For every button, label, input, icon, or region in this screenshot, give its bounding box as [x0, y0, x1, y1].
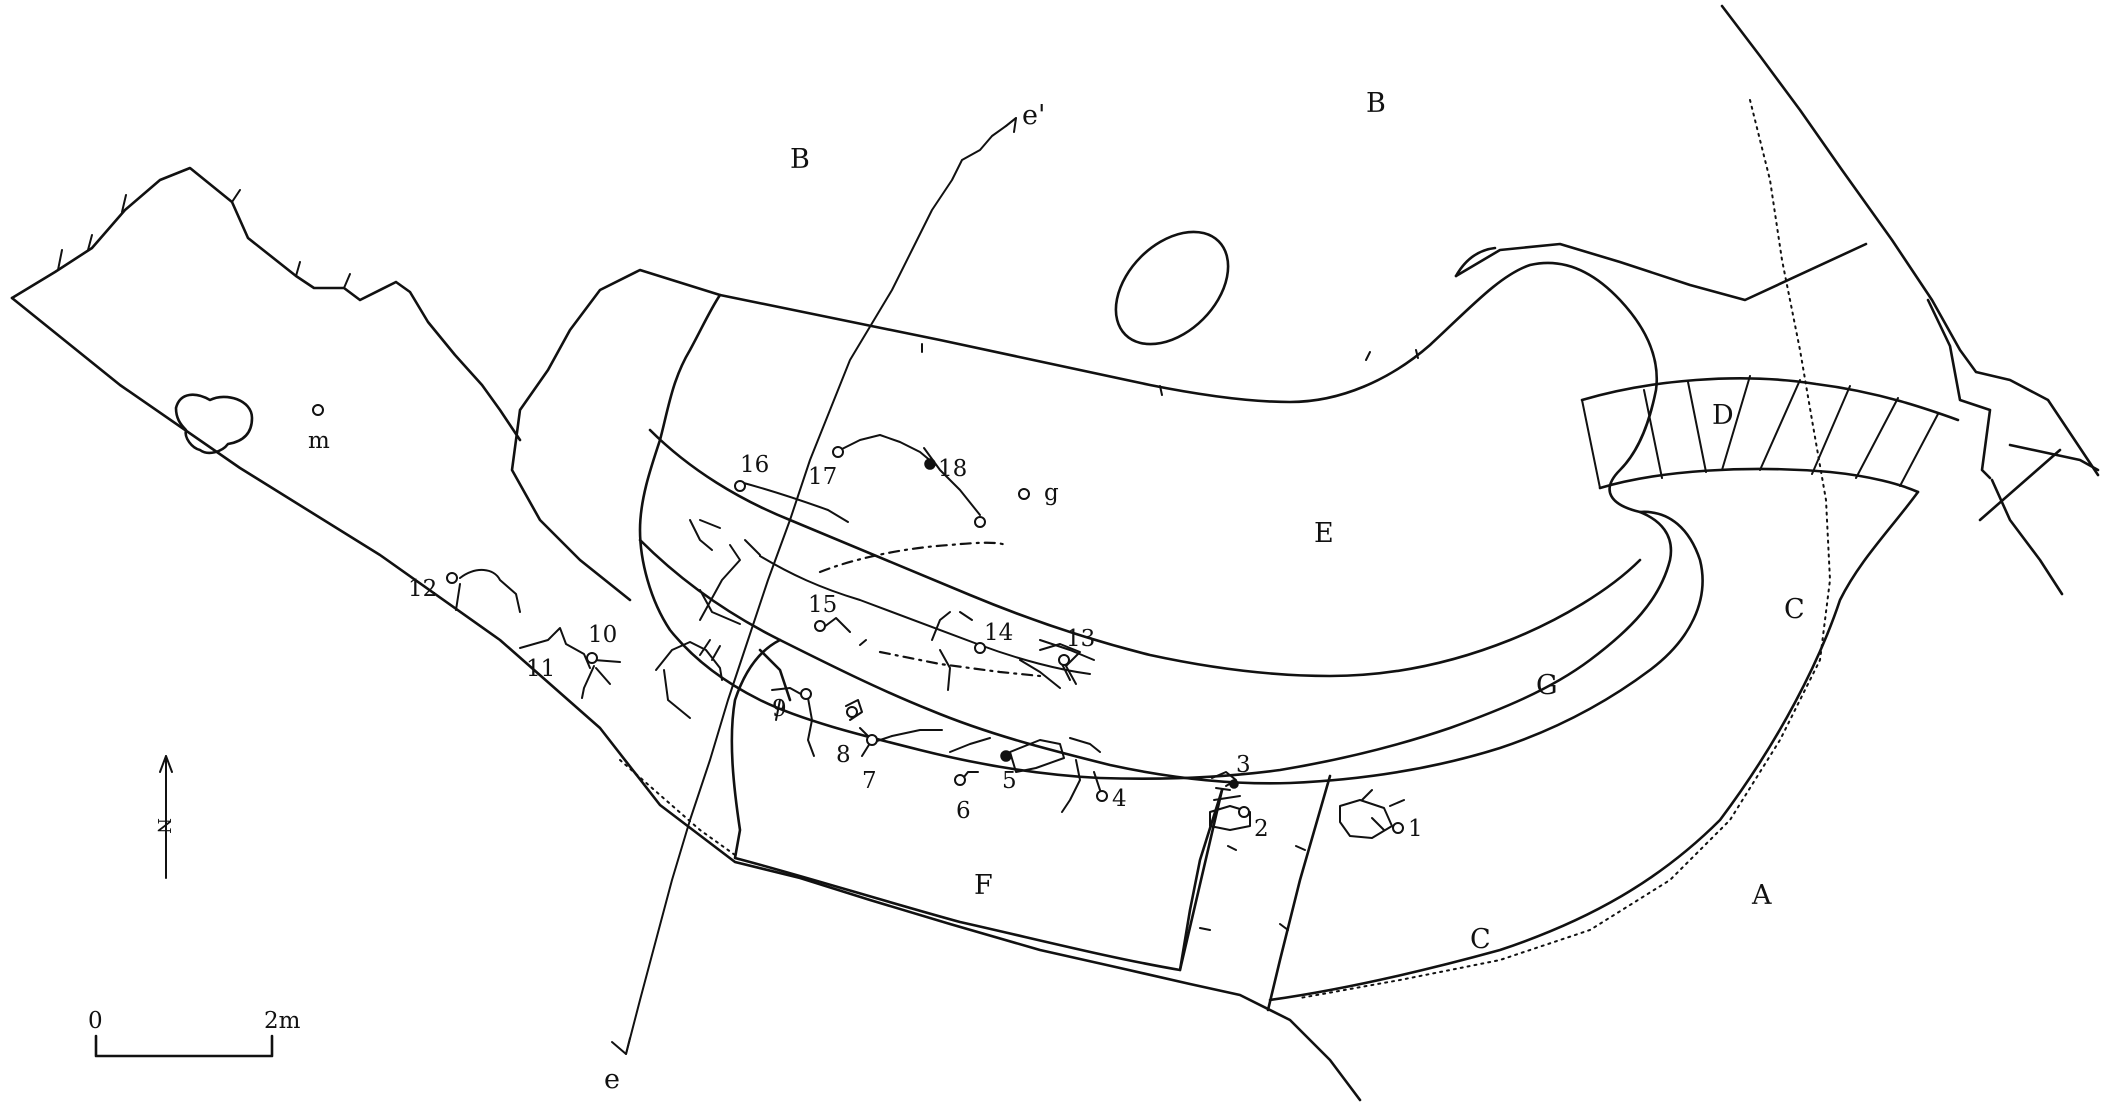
engraving-dashes-14 [878, 650, 1042, 678]
label-point-m: m [308, 428, 330, 454]
label-point-15: 15 [808, 592, 837, 618]
section-d-stripes [1581, 375, 1939, 489]
label-point-18: 18 [938, 456, 967, 482]
north-label: N [153, 818, 174, 834]
label-point-g: g [1044, 480, 1059, 506]
label-point-4: 4 [1112, 786, 1127, 812]
label-point-11: 11 [526, 656, 555, 682]
boundary-dotted [1299, 99, 1832, 999]
scale-max-label: 2m [264, 1008, 301, 1034]
engraving-9 [771, 687, 815, 757]
section-d-inner [1598, 467, 1920, 494]
cave-wall-east-corner [1978, 448, 2062, 522]
label-point-5: 5 [1002, 768, 1017, 794]
label-point-2: 2 [1254, 816, 1269, 842]
cave-wall-north-notches [57, 189, 351, 289]
section-arrow-end [1005, 117, 1017, 133]
engraving-4 [1061, 737, 1101, 813]
area-g-boundary [638, 510, 1704, 785]
label-area-c-right: C [1784, 594, 1805, 625]
label-area-a: A [1751, 880, 1772, 911]
label-point-3: 3 [1236, 752, 1251, 778]
area-e-upper-lobe [510, 268, 722, 602]
point-markers [312, 404, 1404, 834]
engraving-12 [455, 569, 521, 613]
passage-upper-outline [1454, 242, 1868, 302]
engraving-1 [1339, 789, 1405, 839]
area-f-outline [730, 638, 1224, 972]
label-point-10: 10 [588, 622, 617, 648]
label-point-1: 1 [1408, 816, 1423, 842]
cave-wall-south [10, 296, 1362, 1102]
engraving-dotted-arc [818, 541, 1007, 574]
area-f-ledge [758, 648, 792, 702]
cave-wall-east-lower [1990, 478, 2064, 596]
label-area-g: G [1536, 670, 1558, 701]
label-section-end: e' [1022, 100, 1045, 131]
cave-wall-east-mid [1926, 298, 1992, 480]
label-point-13: 13 [1066, 626, 1095, 652]
division-ticks [1199, 845, 1306, 931]
label-area-d: D [1712, 400, 1734, 431]
cave-wall-south-dotted [619, 759, 736, 856]
small-chamber [174, 393, 254, 455]
scale-bar: 0 2m [88, 1008, 301, 1058]
engraving-5 [1009, 739, 1065, 773]
scale-zero-label: 0 [88, 1008, 103, 1034]
label-point-6: 6 [956, 798, 971, 824]
label-area-b-left: B [790, 144, 810, 175]
label-point-8: 8 [836, 742, 851, 768]
label-point-7: 7 [862, 768, 877, 794]
north-arrow: N [153, 755, 174, 879]
area-e-inner-edge [648, 428, 1642, 678]
label-point-9: 9 [772, 696, 787, 722]
engraving-line-16 [739, 481, 849, 523]
label-point-16: 16 [740, 452, 769, 478]
cave-wall-east-lobe [2008, 443, 2100, 472]
area-c-boundary [1268, 490, 1920, 1002]
section-line-e [625, 117, 1017, 1055]
cave-wall-north [10, 166, 522, 442]
section-d-outer [1580, 377, 1960, 422]
label-area-b-right: B [1366, 88, 1386, 119]
label-area-e: E [1314, 518, 1334, 549]
engraving-horse-head [655, 639, 723, 719]
engraving-2 [1209, 795, 1251, 831]
label-area-c-bottom: C [1470, 924, 1491, 955]
rock-pillar-oval [1114, 230, 1230, 346]
label-section-start: e [604, 1064, 620, 1095]
wall-ticks [921, 343, 1419, 396]
engraving-figure-upper [689, 519, 761, 625]
label-point-17: 17 [808, 464, 837, 490]
cave-wall-east-upper [1720, 4, 2100, 477]
engraving-10-11 [519, 627, 621, 699]
section-arrow-start [611, 1037, 631, 1055]
passage-upper-top [1454, 246, 1497, 278]
label-point-14: 14 [984, 620, 1013, 646]
area-e-outline [638, 261, 1673, 781]
label-area-f: F [974, 870, 993, 901]
label-point-12: 12 [408, 576, 437, 602]
division-wall [1266, 774, 1332, 1012]
engraving-band-13-15 [759, 555, 1095, 691]
